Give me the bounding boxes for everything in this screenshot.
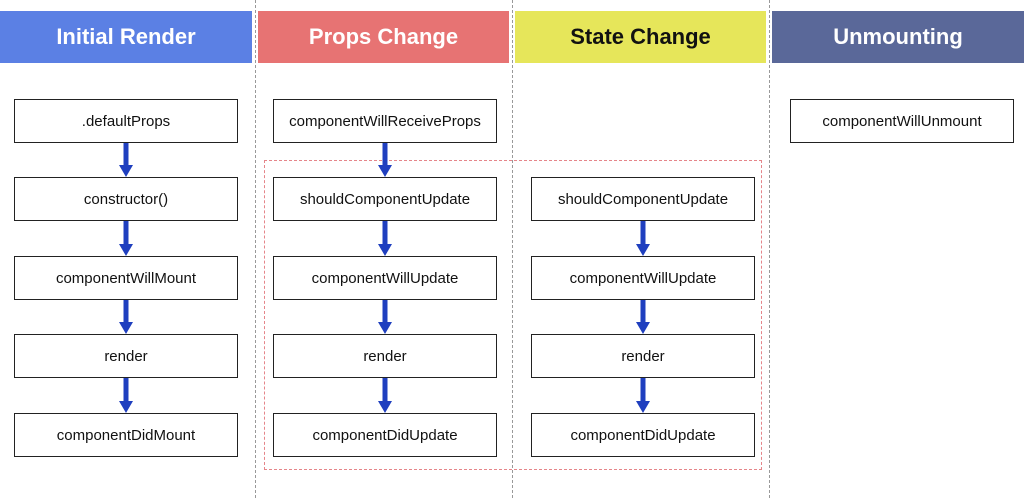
step-box: .defaultProps	[14, 99, 238, 143]
header-props-change: Props Change	[258, 11, 509, 63]
column-divider	[769, 0, 770, 498]
step-box: componentWillReceiveProps	[273, 99, 497, 143]
step-box: shouldComponentUpdate	[531, 177, 755, 221]
step-box: componentWillUpdate	[273, 256, 497, 300]
header-initial-render: Initial Render	[0, 11, 252, 63]
step-box: render	[273, 334, 497, 378]
arrow-head	[119, 165, 133, 177]
arrow-head	[119, 322, 133, 334]
arrow-head	[636, 401, 650, 413]
step-box: componentDidUpdate	[273, 413, 497, 457]
step-box: shouldComponentUpdate	[273, 177, 497, 221]
step-box: componentDidMount	[14, 413, 238, 457]
arrow-head	[378, 322, 392, 334]
column-divider	[255, 0, 256, 498]
step-box: componentDidUpdate	[531, 413, 755, 457]
arrow-head	[378, 165, 392, 177]
column-divider	[512, 0, 513, 498]
step-box: componentWillMount	[14, 256, 238, 300]
update-phase-outline	[264, 160, 762, 470]
arrow-head	[119, 244, 133, 256]
arrow-head	[636, 244, 650, 256]
header-state-change: State Change	[515, 11, 766, 63]
arrow-head	[636, 322, 650, 334]
header-unmounting: Unmounting	[772, 11, 1024, 63]
arrow-head	[378, 244, 392, 256]
step-box: componentWillUpdate	[531, 256, 755, 300]
arrow-head	[119, 401, 133, 413]
step-box: render	[14, 334, 238, 378]
arrow-head	[378, 401, 392, 413]
step-box: render	[531, 334, 755, 378]
step-box: componentWillUnmount	[790, 99, 1014, 143]
step-box: constructor()	[14, 177, 238, 221]
